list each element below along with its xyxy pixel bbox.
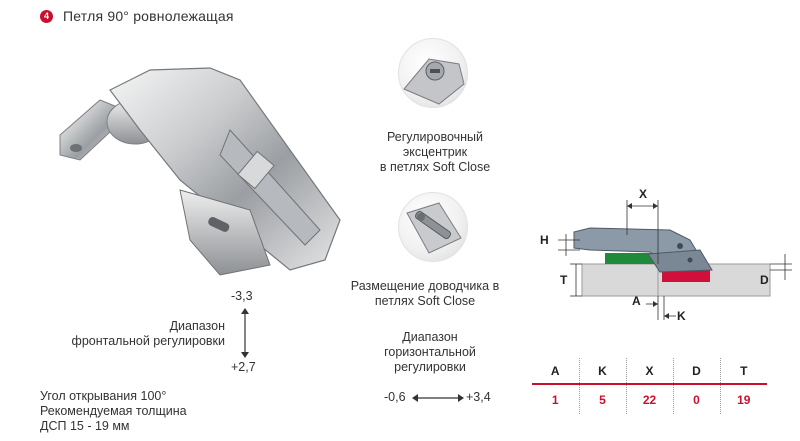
caption-line: Регулировочный (386, 130, 483, 144)
dimension-k-label: K (677, 309, 686, 323)
info-line: Рекомендуемая толщина (40, 404, 187, 418)
dimension-h-label: H (540, 233, 549, 247)
caption-line: Размещение доводчика в (350, 279, 500, 293)
soft-close-detail-image (398, 192, 468, 262)
table-header-cell: X (625, 358, 673, 385)
horizontal-arrow-icon (412, 394, 464, 402)
label-line: горизонтальной (384, 345, 476, 359)
caption-line: в петлях Soft Close (379, 160, 491, 174)
hinge-image (59, 67, 341, 276)
table-header-row: A K X D T (532, 358, 767, 385)
hinge-dimension-diagram: X H T A K D (540, 187, 792, 323)
adjusting-cam-detail-image (398, 38, 468, 108)
caption-line: петлях Soft Close (374, 294, 476, 308)
label-line: Диапазон (169, 319, 225, 333)
table-row: 1 5 22 0 19 (532, 384, 767, 414)
horizontal-right-value: +3,4 (466, 390, 491, 404)
label-line: фронтальной регулировки (71, 334, 225, 348)
section-badge: 4 (40, 9, 53, 23)
dimension-d-label: D (760, 273, 769, 287)
page-title: Петля 90° ровнолежащая (63, 8, 234, 24)
table-header-cell: T (719, 358, 767, 385)
header: 4 Петля 90° ровнолежащая (40, 6, 234, 26)
table-header-cell: A (532, 358, 579, 385)
dimension-x-label: X (639, 187, 647, 201)
table-cell: 5 (578, 384, 626, 414)
horizontal-adjust-label: Диапазон горизонтальной регулировки (360, 330, 500, 375)
table-cell: 1 (551, 392, 559, 407)
table-cell: 22 (625, 384, 673, 414)
table-cell: 0 (672, 384, 720, 414)
frontal-top-value: -3,3 (231, 289, 253, 303)
dimensions-table: A K X D T 1 5 22 0 19 (532, 358, 767, 414)
dimension-a-label: A (632, 294, 641, 308)
caption-line: эксцентрик (402, 145, 468, 159)
table-header-cell: D (672, 358, 720, 385)
table-cell: 19 (719, 384, 767, 414)
info-line: ДСП 15 - 19 мм (40, 419, 130, 433)
label-line: Диапазон (402, 330, 458, 344)
frontal-adjust-label: Диапазон фронтальной регулировки (40, 319, 225, 349)
label-line: регулировки (394, 360, 466, 374)
info-line: Угол открывания 100° (40, 389, 167, 403)
adjusting-cam-caption: Регулировочный эксцентрик в петлях Soft … (360, 130, 510, 175)
soft-close-caption: Размещение доводчика в петлях Soft Close (340, 279, 510, 309)
dimension-t-label: T (560, 273, 568, 287)
info-text: Угол открывания 100° Рекомендуемая толщи… (40, 389, 187, 434)
frontal-bottom-value: +2,7 (231, 360, 256, 374)
horizontal-left-value: -0,6 (384, 390, 406, 404)
table-header-cell: K (578, 358, 626, 385)
vertical-arrow-icon (241, 308, 249, 358)
